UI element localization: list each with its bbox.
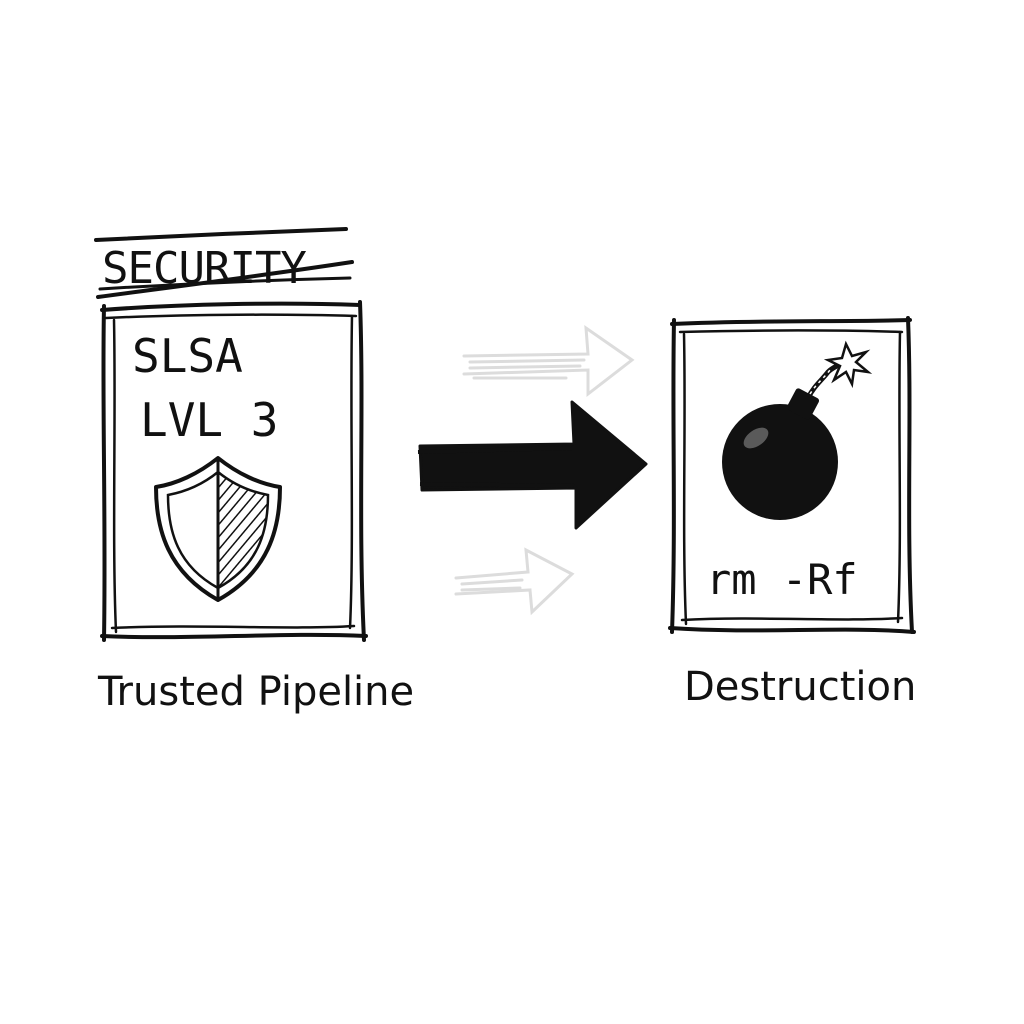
crossed-out-security-label: SECURITY	[94, 227, 354, 299]
strike-line-bottom	[96, 260, 354, 299]
faded-arrow-upper	[462, 324, 635, 398]
shield-icon	[154, 456, 282, 602]
rm-rf-command: rm -Rf	[706, 555, 858, 604]
right-card-frame	[668, 316, 916, 634]
slsa-label: SLSA	[132, 329, 243, 383]
trusted-pipeline-caption: Trusted Pipeline	[97, 669, 414, 715]
left-card: SLSA LVL 3 Trusted Pipeline	[97, 300, 414, 715]
spark-icon	[823, 340, 873, 389]
left-card-frame	[100, 300, 368, 642]
faded-arrow-lower	[454, 547, 575, 616]
underline-stroke	[98, 276, 352, 291]
level-label: LVL 3	[140, 393, 278, 447]
main-arrow	[417, 400, 648, 530]
strike-line-top	[94, 227, 348, 242]
right-card: rm -Rf Destruction	[668, 316, 916, 710]
destruction-caption: Destruction	[684, 664, 916, 710]
bomb-icon	[722, 340, 873, 520]
